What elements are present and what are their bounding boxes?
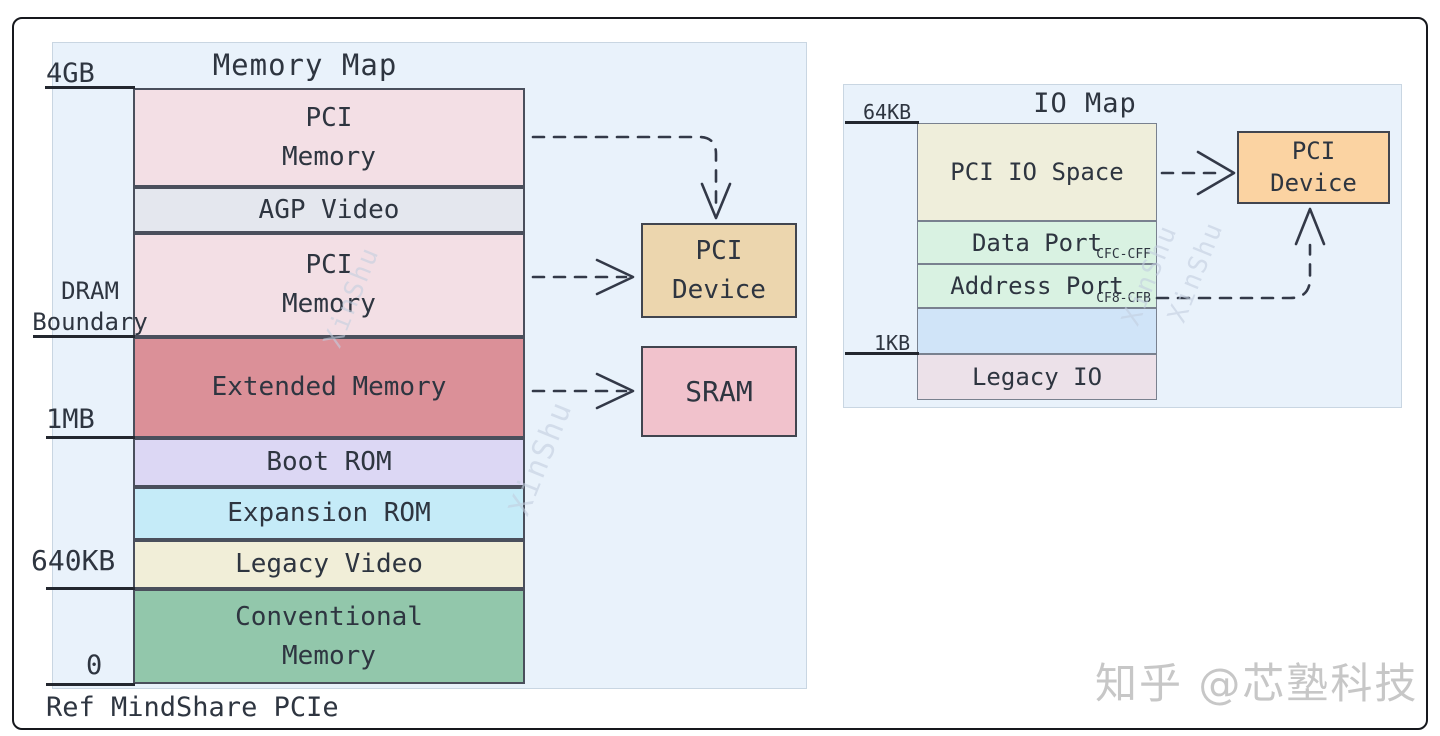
io-block-legacy-io: Legacy IO	[917, 354, 1157, 400]
memory-block-label: Conventional Memory	[235, 601, 423, 671]
tick-label-1kb: 1KB	[874, 331, 911, 355]
memory-map-title: Memory Map	[212, 48, 398, 82]
memory-block-boot-rom: Boot ROM	[133, 438, 525, 487]
io-port-range: CFC-CFF	[1096, 247, 1151, 262]
io-map-title: IO Map	[1033, 88, 1137, 119]
io-block-label: Address Port	[950, 272, 1124, 300]
sram-box: SRAM	[641, 346, 797, 437]
memory-block-label: AGP Video	[258, 194, 400, 225]
io-port-range: CF8-CFB	[1096, 291, 1151, 306]
pci-device-label: PCI Device	[672, 235, 766, 305]
io-block-label: Legacy IO	[971, 363, 1103, 391]
memory-block-label: PCI Memory	[282, 250, 376, 319]
sram-label: SRAM	[685, 375, 753, 408]
reference-note: Ref MindShare PCIe	[46, 692, 339, 723]
outer-frame	[12, 17, 1428, 730]
io-block-label: Data Port	[971, 228, 1103, 257]
zhihu-brand-watermark: 知乎 @芯塾科技	[1095, 659, 1419, 708]
tick-line-640kb	[46, 587, 135, 590]
pci-device-box-io: PCI Device	[1237, 131, 1390, 204]
tick-line-dram-boundary	[33, 335, 135, 338]
io-block-reserved	[917, 308, 1157, 354]
memory-block-agp-video: AGP Video	[133, 187, 525, 233]
memory-block-label: PCI Memory	[282, 102, 376, 172]
memory-block-expansion-rom: Expansion ROM	[133, 487, 525, 540]
memory-block-pci-memory-lower: PCI Memory	[133, 233, 525, 337]
tick-label-1mb: 1MB	[46, 404, 95, 435]
memory-block-label: Extended Memory	[211, 372, 447, 402]
memory-block-label: Expansion ROM	[227, 498, 431, 528]
tick-line-4gb	[45, 86, 135, 89]
tick-label-4gb: 4GB	[46, 58, 95, 89]
tick-label-dram-boundary: DRAM Boundary	[32, 277, 148, 337]
io-block-label: PCI IO Space	[950, 158, 1124, 186]
tick-line-1mb	[46, 436, 135, 439]
memory-block-label: Boot ROM	[266, 447, 392, 477]
memory-block-legacy-video: Legacy Video	[133, 540, 525, 589]
tick-label-640kb: 640KB	[31, 544, 116, 577]
pci-device-label: PCI Device	[1270, 137, 1357, 197]
tick-line-64kb	[845, 121, 919, 124]
pci-device-box-memory: PCI Device	[641, 223, 797, 318]
memory-block-pci-memory-upper: PCI Memory	[133, 88, 525, 187]
memory-block-extended-memory: Extended Memory	[133, 337, 525, 438]
tick-label-zero: 0	[86, 650, 103, 681]
memory-block-conventional-memory: Conventional Memory	[133, 589, 525, 684]
tick-label-64kb: 64KB	[863, 100, 912, 124]
memory-block-label: Legacy Video	[235, 549, 423, 579]
tick-line-zero	[46, 683, 135, 686]
io-block-pci-io-space: PCI IO Space	[917, 123, 1157, 221]
tick-line-1kb	[845, 352, 919, 355]
